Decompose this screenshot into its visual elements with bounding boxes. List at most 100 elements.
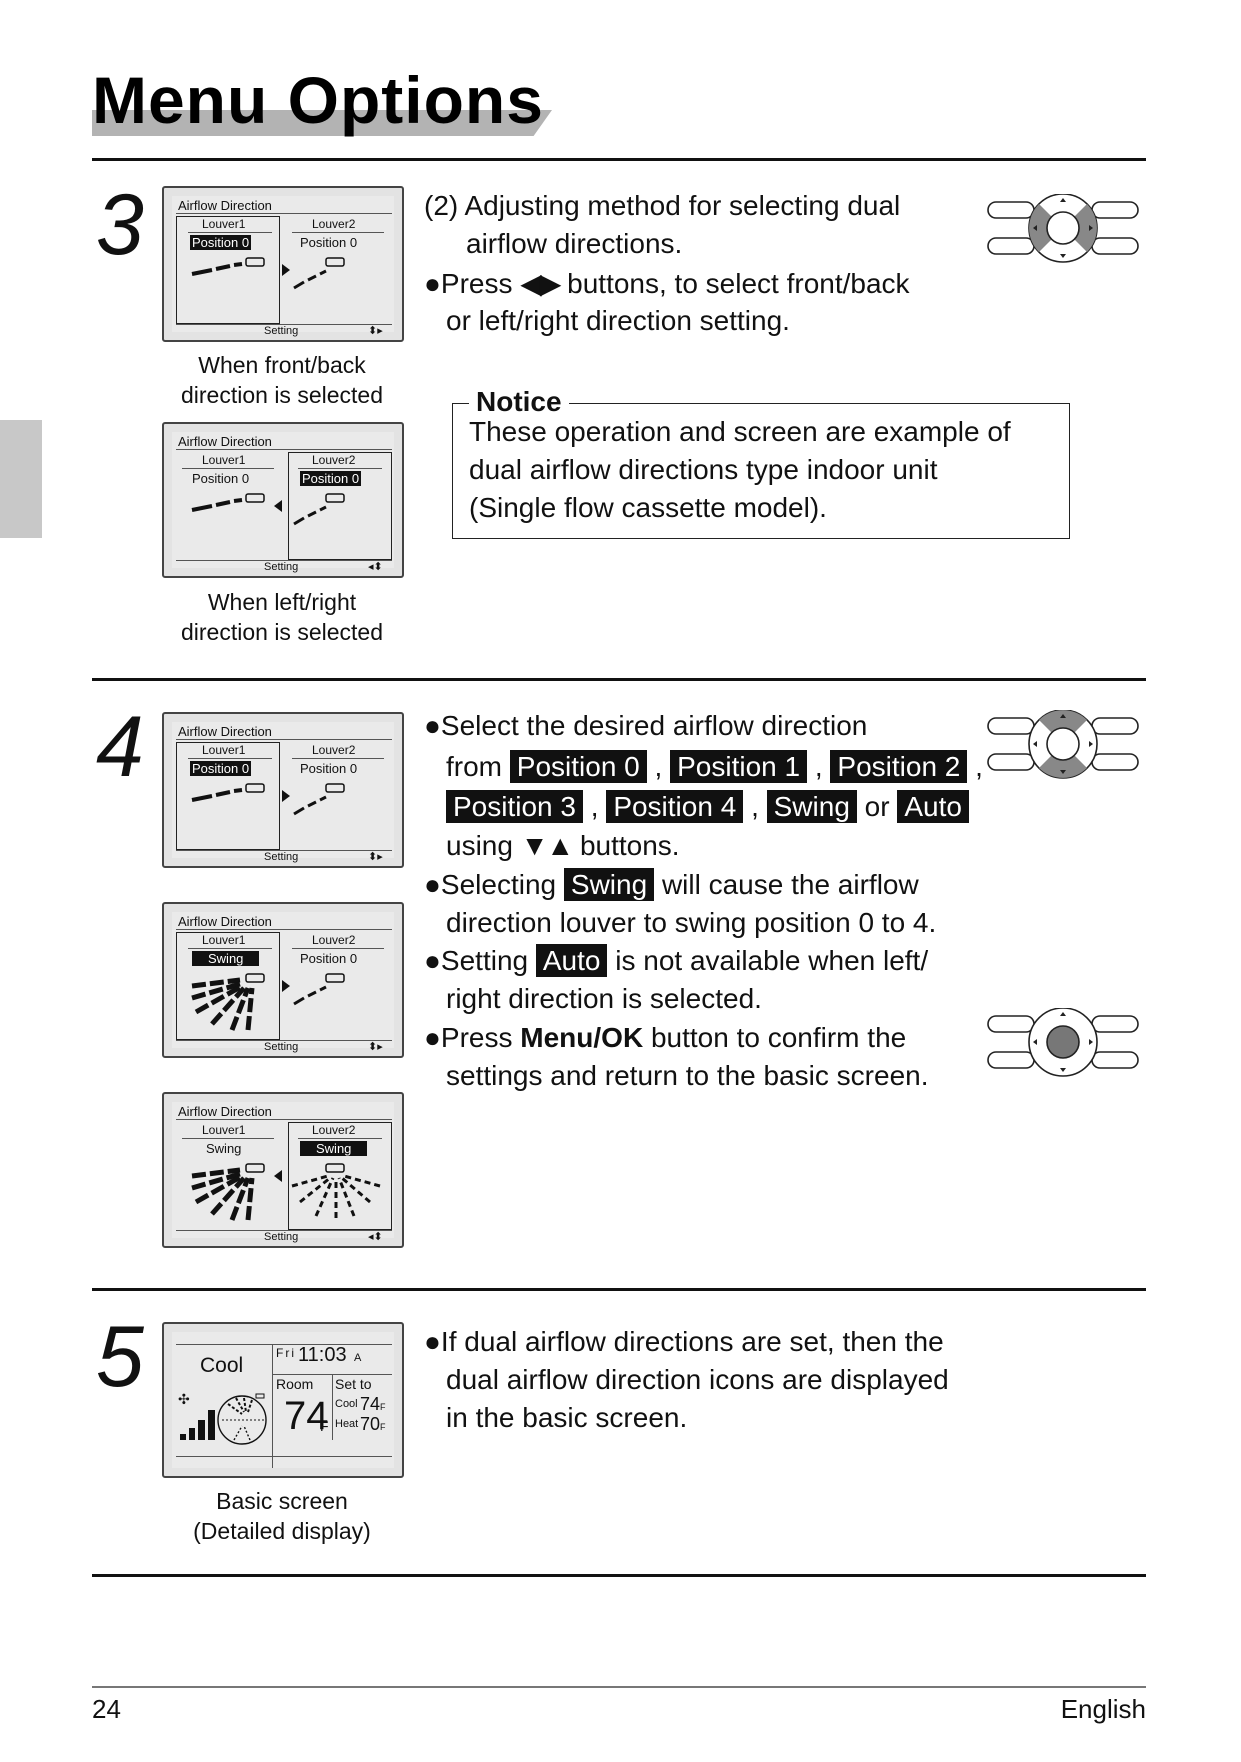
caption-front-back: When front/back direction is selected	[157, 350, 407, 410]
louver-icons	[191, 493, 345, 526]
screen-title: Airflow Direction	[178, 434, 272, 449]
leftright-updown-icon: ◂⬍	[368, 1231, 383, 1243]
lcd-screen-swing-louver1: Airflow Direction Louver1 Louver2 Swing …	[162, 902, 404, 1058]
room-label: Room	[276, 1376, 314, 1392]
step4-bullet3-line2: right direction is selected.	[446, 983, 762, 1014]
louver1-position: Swing	[206, 1141, 242, 1156]
louver-swing-icons	[191, 1163, 381, 1221]
louver2-position: Position 0	[300, 471, 362, 486]
step4-options-line2: Position 3 , Position 4 , Swing or Auto	[446, 790, 969, 823]
louver2-position: Swing	[300, 1141, 368, 1156]
notice-title: Notice	[469, 386, 569, 418]
screen-title: Airflow Direction	[178, 914, 272, 929]
updown-leftright-icon: ⬍▸	[368, 1041, 383, 1053]
bullet-text: button to confirm the	[650, 1022, 907, 1053]
caption-left-right: When left/right direction is selected	[157, 587, 407, 647]
option-position-4: Position 4	[606, 790, 744, 823]
swing-highlight: Swing	[563, 868, 655, 901]
step4-bullet3: ●Setting Auto is not available when left…	[424, 944, 929, 977]
room-temp-unit: F	[320, 1418, 329, 1434]
bullet-text: Select the desired airflow direction	[440, 710, 868, 741]
bullet-text: If dual airflow directions are set, then…	[440, 1326, 944, 1357]
notice-box: Notice These operation and screen are ex…	[452, 386, 1070, 539]
notice-line: (Single flow cassette model).	[469, 492, 827, 523]
step4-bullet1: ●Select the desired airflow direction	[424, 710, 867, 742]
louver1-position: Position 0	[190, 761, 252, 776]
screen-footer: Setting	[264, 325, 299, 337]
louver1-label: Louver1	[202, 1123, 246, 1137]
lcd-screen-front-back: Airflow Direction Louver1 Louver2 Positi…	[162, 186, 404, 342]
divider	[92, 158, 1146, 161]
lcd-screen-left-right: Airflow Direction Louver1 Louver2 Positi…	[162, 422, 404, 578]
comma: ,	[654, 751, 663, 782]
bullet-text: Press	[440, 1022, 513, 1053]
louver2-position: Position 0	[300, 235, 358, 250]
screen-title: Airflow Direction	[178, 1104, 272, 1119]
caption-line: direction is selected	[181, 382, 383, 408]
step3-bullet-line2: or left/right direction setting.	[446, 305, 790, 336]
louver-swing-icons	[191, 973, 345, 1031]
option-position-2: Position 2	[830, 750, 968, 783]
step-number-4: 4	[96, 699, 144, 795]
louver2-label: Louver2	[312, 933, 356, 947]
day-label: Fri	[276, 1346, 296, 1360]
time-label: 11:03	[298, 1344, 347, 1366]
lcd-screen-swing-both: Airflow Direction Louver1 Louver2 Swing …	[162, 1092, 404, 1248]
divider	[92, 678, 1146, 681]
step5-line2: dual airflow direction icons are display…	[446, 1364, 949, 1395]
menu-ok-label: Menu/OK	[520, 1022, 644, 1053]
screen-footer: Setting	[264, 1041, 299, 1053]
louver1-position: Position 0	[192, 471, 250, 486]
step4-using-line: using ▼▲ buttons.	[446, 830, 680, 862]
louver1-label: Louver1	[202, 453, 246, 467]
page-number: 24	[92, 1694, 121, 1724]
louver1-label: Louver1	[202, 933, 246, 947]
comma: ,	[975, 751, 983, 782]
ampm-label: A	[354, 1352, 362, 1364]
svg-text:✣: ✣	[178, 1392, 190, 1408]
side-tab-marker	[0, 420, 42, 538]
step4-bullet4: ●Press Menu/OK button to confirm the	[424, 1022, 906, 1054]
leftright-updown-icon: ◂⬍	[368, 561, 383, 573]
louver1-position: Position 0	[190, 235, 252, 250]
updown-leftright-icon: ⬍▸	[368, 325, 383, 337]
step4-bullet4-line2: settings and return to the basic screen.	[446, 1060, 929, 1091]
caption-line: (Detailed display)	[193, 1518, 371, 1544]
bullet-text: is not available when left/	[615, 945, 929, 976]
step3-heading-line1: (2) Adjusting method for selecting dual	[424, 190, 901, 221]
footer-rule	[92, 1686, 1146, 1688]
step4-bullet2-line2: direction louver to swing position 0 to …	[446, 907, 937, 938]
bullet-dot: ●	[424, 268, 441, 299]
bullet-text: Press	[440, 268, 513, 299]
left-right-arrows-icon: ◀▶	[520, 268, 561, 299]
option-auto: Auto	[897, 790, 969, 823]
cool-label: Cool	[335, 1398, 358, 1410]
bullet-dot: ●	[424, 710, 441, 741]
screen-footer: Setting	[264, 1231, 299, 1243]
option-position-0: Position 0	[509, 750, 647, 783]
language-label: English	[1060, 1694, 1146, 1724]
bullet-text: buttons, to select front/back	[567, 268, 910, 299]
updown-leftright-icon: ⬍▸	[368, 851, 383, 863]
caption-line: When left/right	[207, 589, 357, 615]
dpad-center-ok-icon	[987, 1008, 1139, 1077]
auto-highlight: Auto	[535, 944, 608, 977]
page-title: Menu Options	[92, 63, 544, 137]
step5-line3: in the basic screen.	[446, 1402, 688, 1433]
divider	[92, 1288, 1146, 1291]
step4-bullet2: ●Selecting Swing will cause the airflow	[424, 868, 919, 901]
dpad-left-right-icon	[987, 194, 1139, 263]
step3-bullet: ●Press ◀▶ buttons, to select front/back	[424, 267, 910, 300]
notice-line: These operation and screen are example o…	[469, 416, 1011, 447]
screen-footer: Setting	[264, 851, 299, 863]
title-block: Menu Options	[92, 62, 562, 142]
heat-setpoint: 70	[360, 1414, 381, 1434]
step-number-3: 3	[96, 177, 144, 273]
option-swing: Swing	[766, 790, 857, 823]
louver-icons	[191, 783, 345, 816]
room-temp: 74	[284, 1394, 329, 1438]
bullet-text: will cause the airflow	[661, 869, 919, 900]
louver1-label: Louver1	[202, 217, 246, 231]
caption-basic-screen: Basic screen (Detailed display)	[157, 1486, 407, 1546]
bullet-dot: ●	[424, 869, 441, 900]
